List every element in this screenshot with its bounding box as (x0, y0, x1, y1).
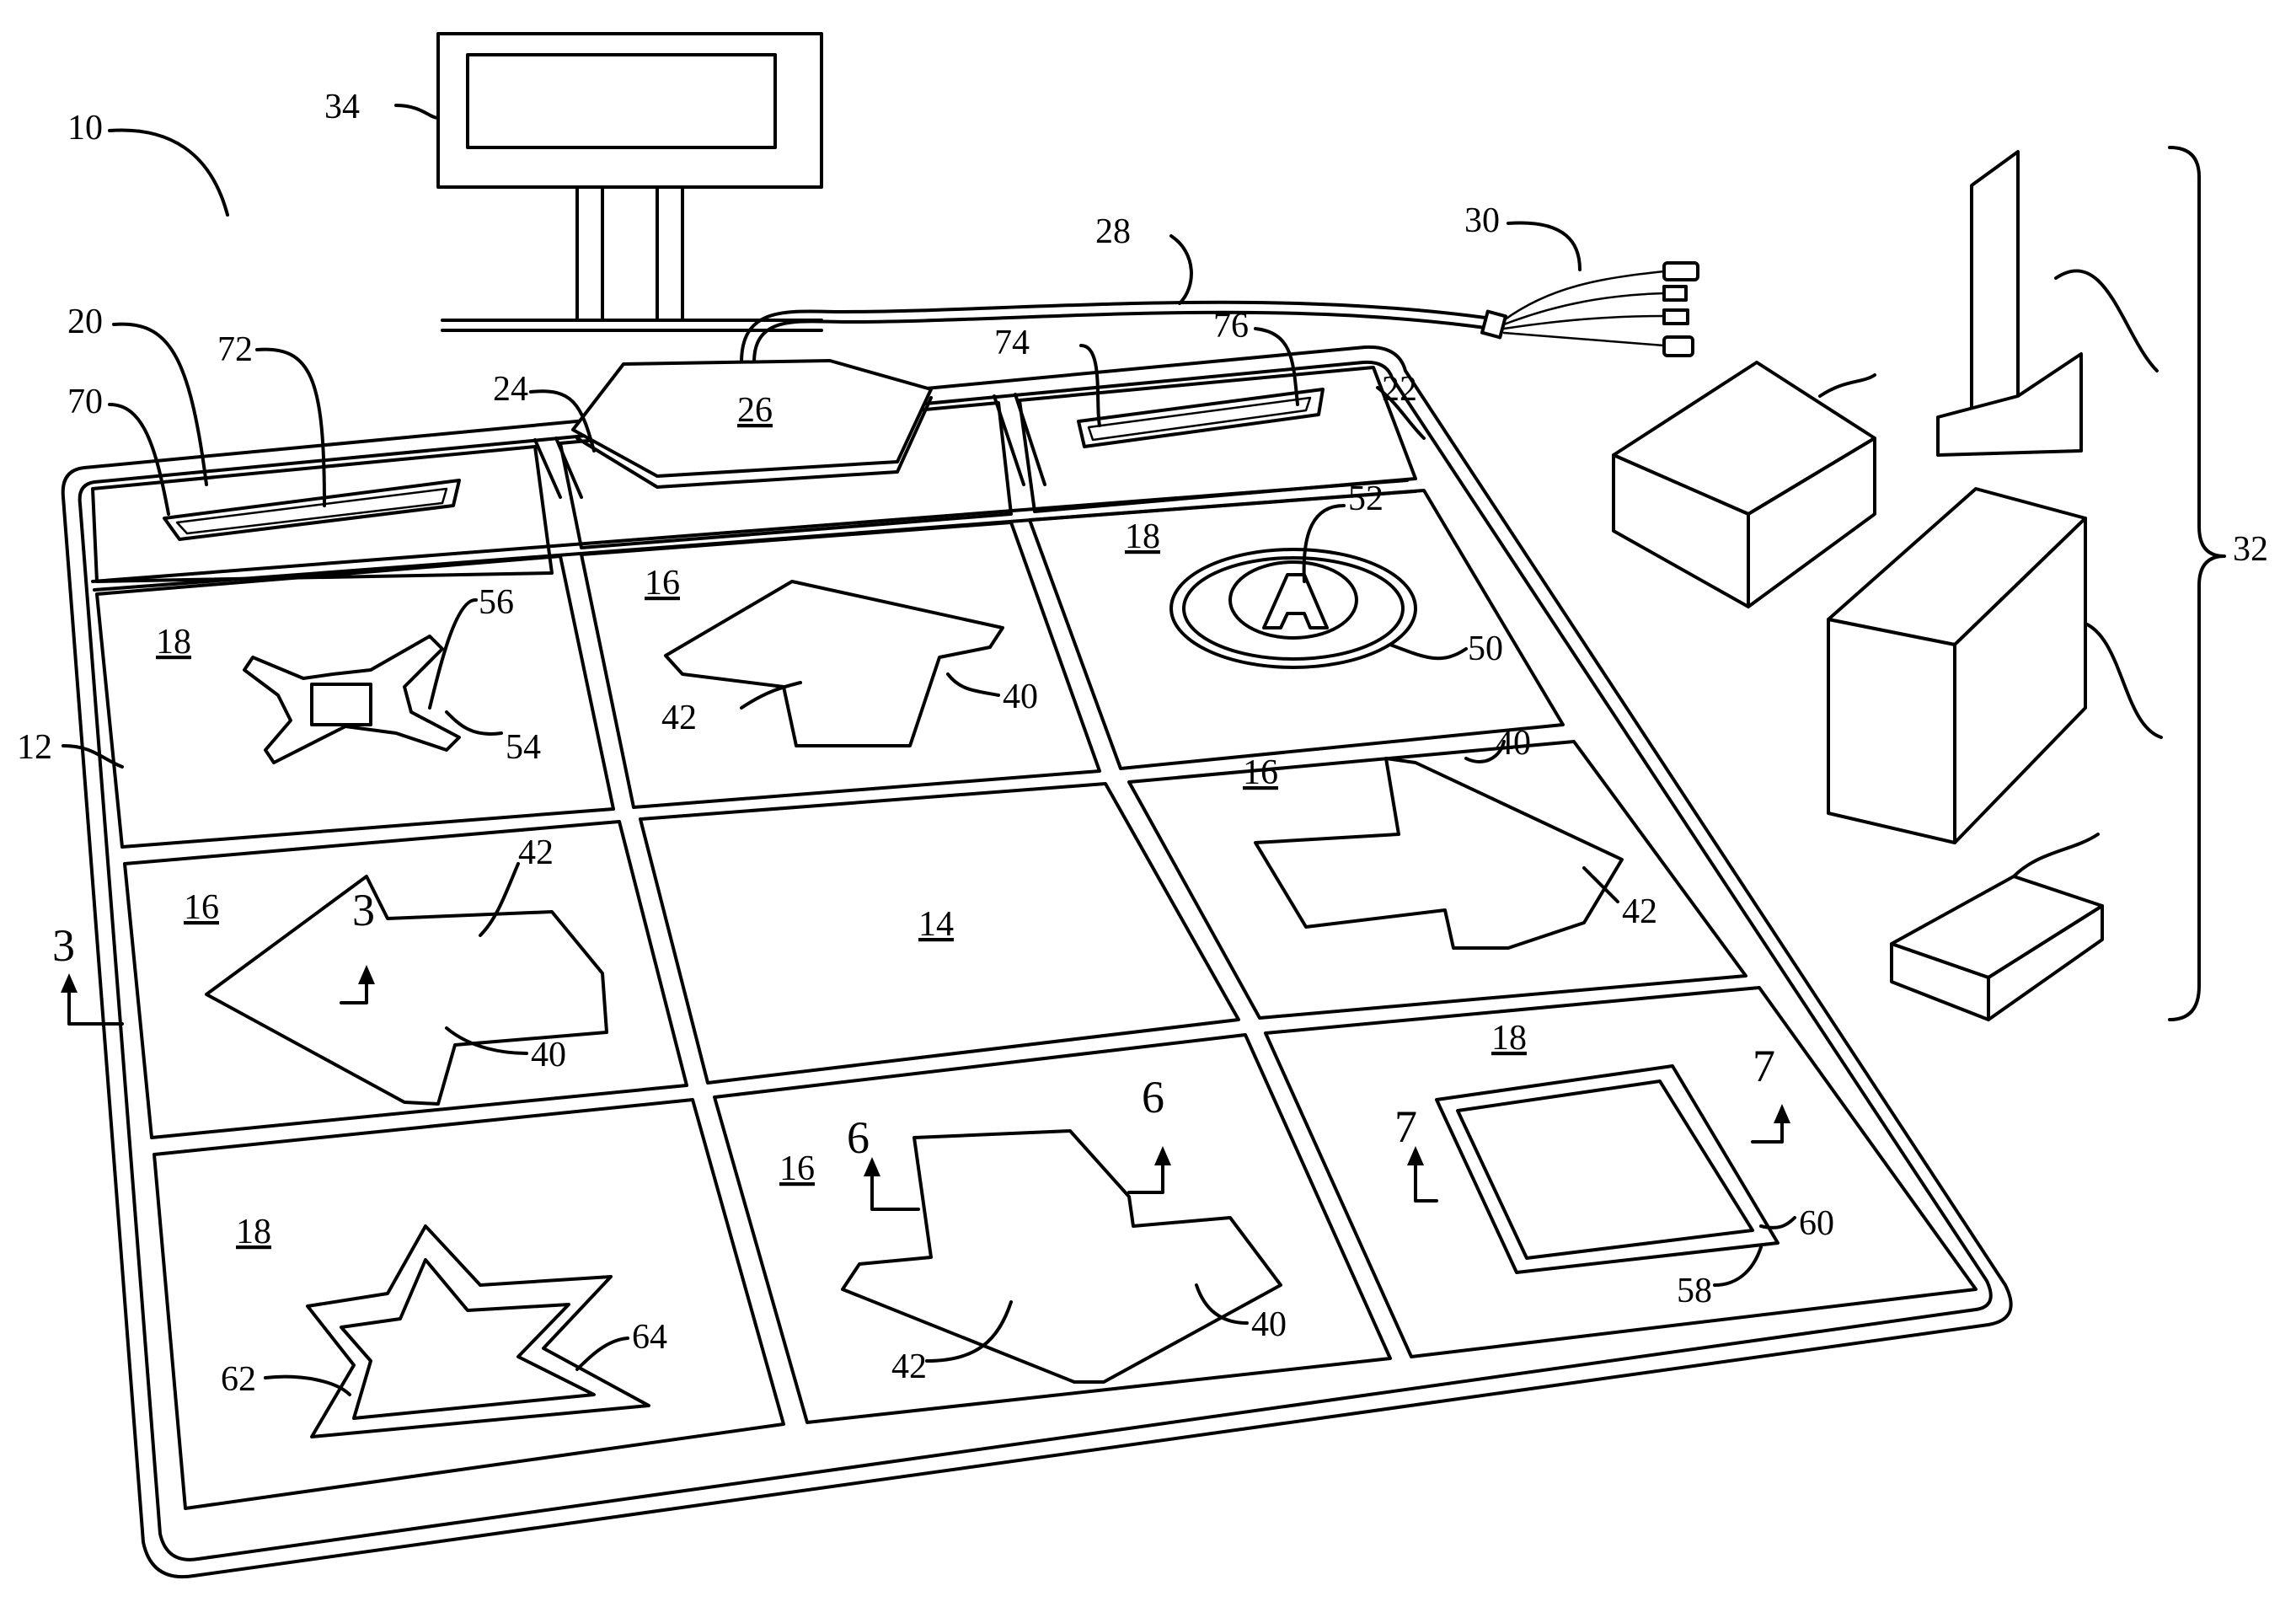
label-28: 28 (1095, 212, 1131, 251)
label-16-b: 16 (1243, 753, 1278, 792)
label-18-a: 18 (156, 623, 191, 662)
console-tower (1938, 152, 2157, 455)
label-18-d: 18 (236, 1213, 271, 1251)
label-62: 62 (221, 1360, 256, 1399)
label-50: 50 (1468, 629, 1503, 668)
label-60: 60 (1799, 1204, 1834, 1243)
pc-tower (1828, 489, 2161, 843)
label-16-a: 16 (645, 564, 680, 603)
label-12: 12 (17, 728, 52, 767)
label-58: 58 (1677, 1272, 1712, 1310)
label-70: 70 (67, 383, 103, 421)
brace-32 (2170, 147, 2224, 1020)
label-18-b: 18 (1125, 517, 1160, 556)
label-3-a: 3 (52, 920, 75, 971)
label-26: 26 (737, 391, 773, 430)
label-6-b: 6 (1142, 1072, 1164, 1122)
label-24: 24 (493, 370, 528, 409)
label-42-c: 42 (518, 833, 554, 872)
label-30: 30 (1464, 201, 1500, 240)
label-42-d: 42 (891, 1347, 927, 1386)
power-adapter (1892, 834, 2102, 1020)
label-14: 14 (918, 905, 954, 944)
label-10: 10 (67, 109, 103, 147)
label-40-c: 40 (531, 1036, 566, 1074)
label-42-a: 42 (661, 699, 697, 737)
label-22: 22 (1382, 370, 1417, 409)
label-40-b: 40 (1496, 724, 1531, 763)
label-18-c: 18 (1491, 1019, 1527, 1058)
monitor (438, 34, 822, 330)
label-56: 56 (479, 583, 514, 622)
label-72: 72 (217, 330, 253, 369)
label-74: 74 (994, 324, 1030, 362)
label-52: 52 (1348, 479, 1383, 518)
label-76: 76 (1213, 307, 1249, 346)
label-20: 20 (67, 303, 103, 341)
label-7-b: 7 (1394, 1101, 1417, 1152)
label-3-b: 3 (352, 885, 375, 935)
label-54: 54 (506, 728, 541, 767)
label-7-a: 7 (1753, 1041, 1775, 1091)
label-32: 32 (2233, 530, 2268, 569)
label-40-a: 40 (1003, 678, 1038, 716)
label-40-d: 40 (1251, 1305, 1287, 1344)
label-34: 34 (324, 88, 360, 126)
console-box (1614, 362, 1875, 607)
label-6-a: 6 (847, 1112, 870, 1163)
label-16-d: 16 (779, 1149, 815, 1188)
label-42-b: 42 (1622, 892, 1657, 931)
a-button (1171, 549, 1416, 667)
label-64: 64 (632, 1318, 667, 1357)
label-16-c: 16 (184, 888, 219, 927)
